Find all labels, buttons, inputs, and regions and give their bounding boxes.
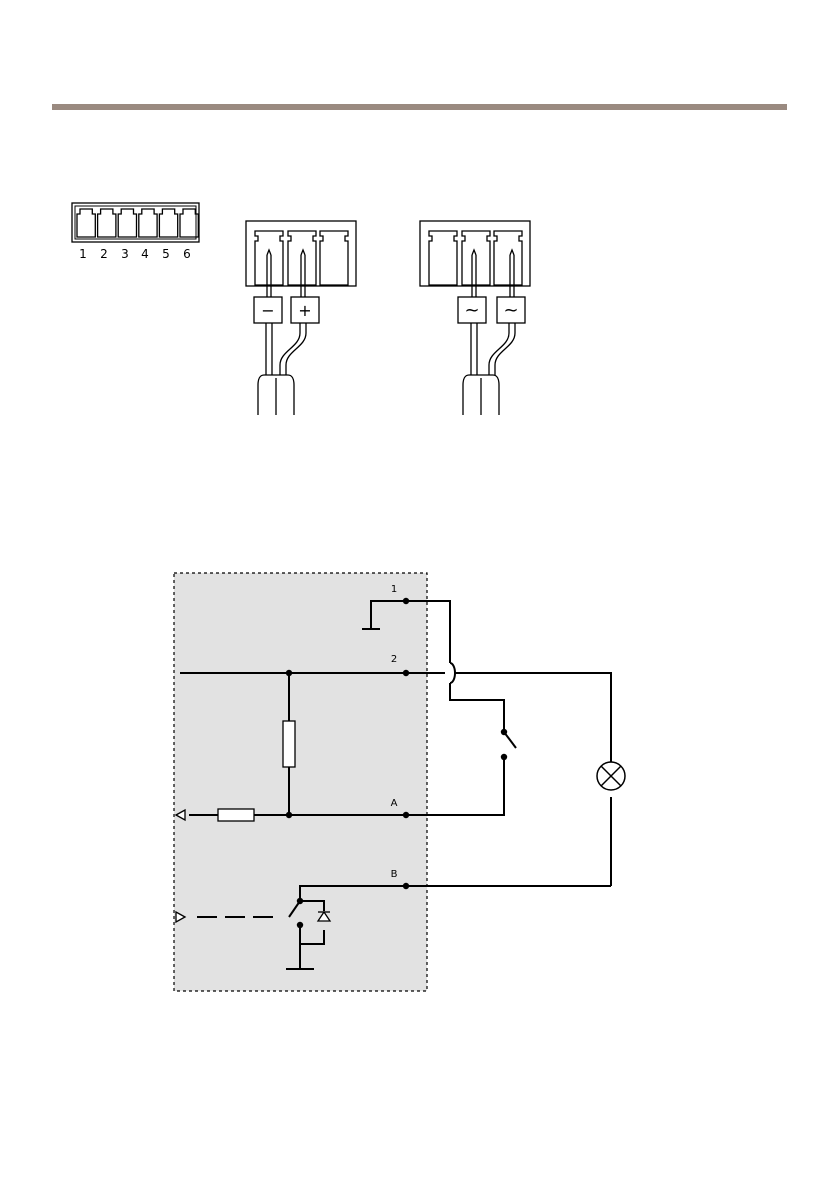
dc-minus-label: − [261, 301, 274, 320]
resistor-vertical-icon [283, 721, 295, 767]
pin-label-1: 1 [79, 247, 87, 261]
dc-plus-label: + [298, 301, 311, 320]
circuit-pin-a: A [391, 798, 398, 809]
pin-label-5: 5 [162, 247, 170, 261]
connector-slot [139, 209, 157, 237]
circuit-pin-b: B [391, 869, 398, 880]
pin-label-2: 2 [100, 247, 108, 261]
dc-terminal-labels: − + [261, 301, 311, 320]
six-pin-labels: 1 2 3 4 5 6 [79, 247, 191, 261]
six-pin-connector [72, 203, 199, 242]
pin-label-6: 6 [183, 247, 191, 261]
circuit-pin-2: 2 [391, 654, 397, 665]
connector-slot [118, 209, 136, 237]
ac-left-label: ~ [464, 300, 479, 321]
circuit-pin-1: 1 [391, 584, 397, 595]
connector-slot [77, 209, 95, 237]
pin-label-3: 3 [121, 247, 129, 261]
connector-slot [159, 209, 177, 237]
resistor-horizontal-icon [218, 809, 254, 821]
ac-terminal-labels: ~ ~ [464, 300, 518, 321]
lamp-icon [597, 762, 625, 790]
connector-slot [98, 209, 116, 237]
pin-label-4: 4 [141, 247, 149, 261]
ac-right-label: ~ [503, 300, 518, 321]
